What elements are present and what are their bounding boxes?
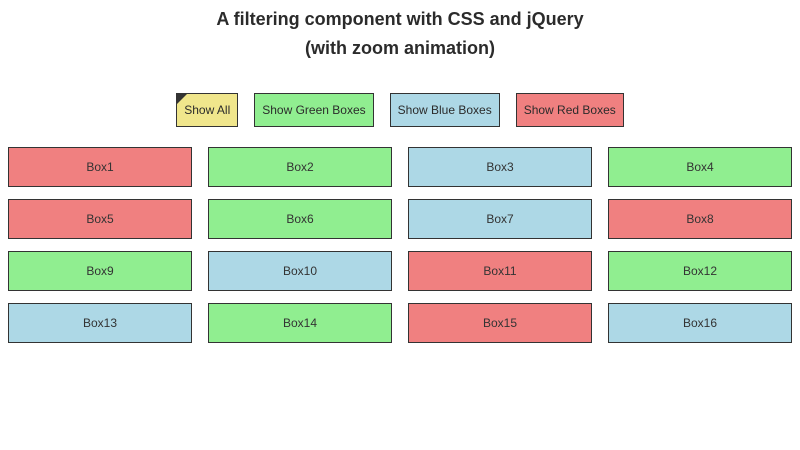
box-item: Box6 [208,199,392,239]
show-all-button[interactable]: Show All [176,93,239,127]
box-item: Box3 [408,147,592,187]
show-red-button[interactable]: Show Red Boxes [515,93,624,127]
box-item: Box7 [408,199,592,239]
box-item: Box5 [8,199,192,239]
box-item: Box4 [608,147,792,187]
box-item: Box1 [8,147,192,187]
box-item: Box12 [608,251,792,291]
filter-bar: Show All Show Green Boxes Show Blue Boxe… [0,93,800,127]
page-title-line2: (with zoom animation) [305,38,495,58]
show-blue-button[interactable]: Show Blue Boxes [389,93,500,127]
box-item: Box14 [208,303,392,343]
box-item: Box9 [8,251,192,291]
box-item: Box8 [608,199,792,239]
box-item: Box10 [208,251,392,291]
show-green-button[interactable]: Show Green Boxes [254,93,374,127]
box-item: Box15 [408,303,592,343]
page-title: A filtering component with CSS and jQuer… [0,0,800,63]
box-item: Box16 [608,303,792,343]
box-grid: Box1 Box2 Box3 Box4 Box5 Box6 Box7 Box8 … [8,147,800,343]
box-item: Box2 [208,147,392,187]
page-title-line1: A filtering component with CSS and jQuer… [216,9,584,29]
box-item: Box13 [8,303,192,343]
box-item: Box11 [408,251,592,291]
